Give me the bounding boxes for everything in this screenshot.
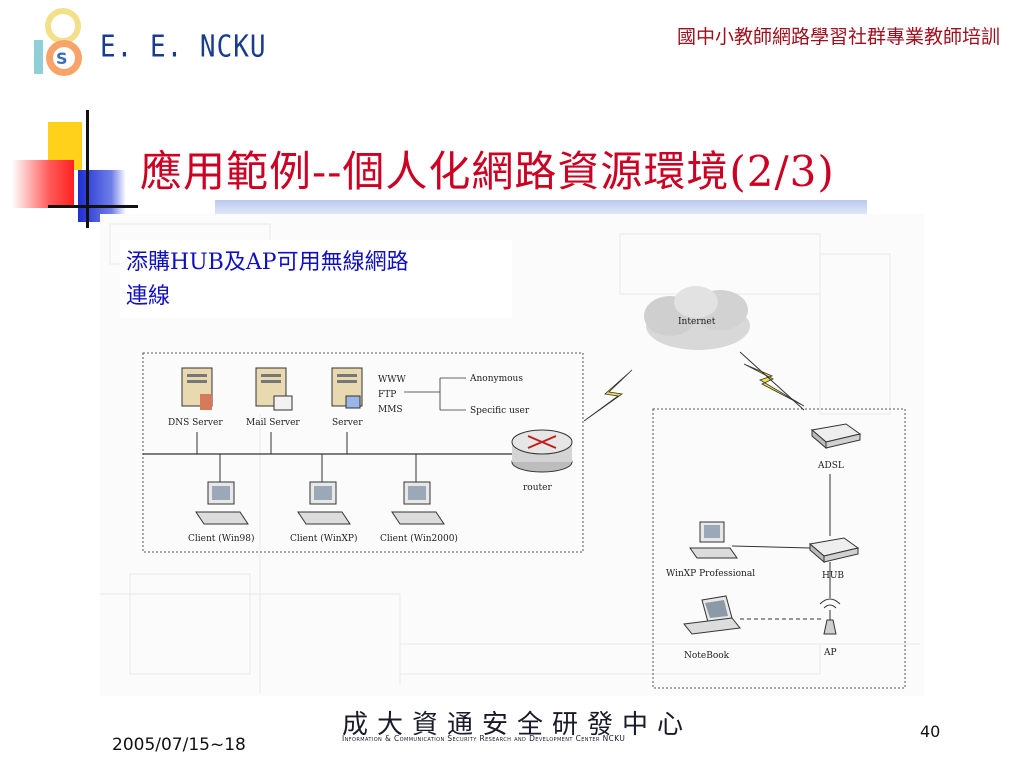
client-label: Client (Win2000) (380, 533, 458, 544)
note-text: 添購HUB及AP可用無線網路 連線 (126, 246, 506, 314)
center-name-chinese: 成大資通安全研發中心 (342, 710, 693, 740)
dns-server-icon (181, 367, 213, 410)
deco-red-block (12, 160, 74, 208)
svg-text:S: S (56, 49, 68, 68)
server-icon (331, 367, 363, 409)
client-pc-icon (297, 481, 351, 525)
client-label: Client (WinXP) (290, 533, 358, 544)
network-diagram-svg: Internet DNS Server Mail Server Server W… (100, 223, 920, 694)
internet-label: Internet (678, 317, 716, 327)
client-label: Client (Win98) (188, 533, 255, 544)
notebook-icon (683, 595, 741, 635)
router-label: router (523, 483, 552, 493)
service-label: MMS (378, 405, 403, 415)
deco-horizontal-line (48, 205, 138, 208)
client-pc-icon (391, 481, 445, 525)
router-icon (511, 429, 573, 473)
access-point-icon (819, 598, 841, 635)
mail-server-icon (255, 367, 293, 411)
slide-title: 應用範例--個人化網路資源環境(2/3) (140, 147, 835, 196)
server-label: DNS Server (168, 418, 223, 428)
page-number: 40 (920, 722, 941, 741)
note-line: 添購HUB及AP可用無線網路 (126, 250, 409, 275)
internet-cloud-icon (644, 286, 750, 350)
center-name-english: Information & Communication Security Res… (342, 734, 626, 743)
adsl-modem-icon (810, 423, 862, 450)
hub-icon (808, 537, 860, 564)
server-label: Mail Server (246, 418, 300, 428)
lightning-icon-right (743, 363, 805, 407)
footer-date: 2005/07/15~18 (112, 735, 246, 755)
lan-boundary (142, 352, 584, 553)
lightning-icon-left (583, 369, 633, 422)
internet-link-line (739, 351, 805, 411)
deco-vertical-line (86, 110, 89, 228)
server-label: Server (332, 418, 363, 428)
service-label: FTP (378, 390, 396, 400)
home-network-boundary (652, 408, 906, 689)
home-pc-icon (689, 521, 738, 559)
note-line: 連線 (126, 284, 171, 309)
title-underline-bar (215, 200, 867, 214)
isd-logo: S (34, 8, 82, 76)
user-label: Anonymous (469, 374, 523, 384)
course-title: 國中小教師網路學習社群專業教師培訓 (676, 26, 1000, 48)
org-name: E. E. NCKU (100, 30, 267, 65)
link-line (731, 545, 811, 549)
client-pc-icon (195, 481, 249, 525)
user-label: Specific user (470, 406, 530, 416)
service-label: WWW (378, 375, 407, 385)
hub-label: HUB (822, 571, 844, 581)
ap-label: AP (823, 648, 837, 658)
home-pc-label: WinXP Professional (666, 569, 755, 579)
service-tree-lines (404, 377, 466, 411)
note-box (120, 240, 512, 318)
notebook-label: NoteBook (684, 651, 730, 661)
adsl-label: ADSL (817, 461, 844, 471)
